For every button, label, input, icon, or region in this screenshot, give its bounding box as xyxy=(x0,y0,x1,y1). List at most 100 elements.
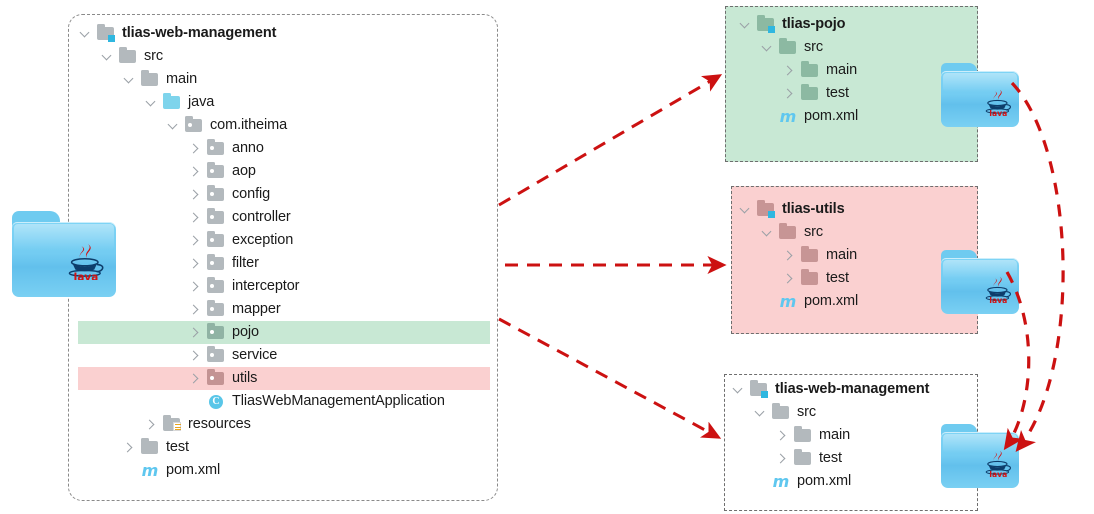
java-label: Java xyxy=(988,296,1007,303)
tree-row[interactable]: resources xyxy=(78,413,490,436)
chevron-right-icon[interactable] xyxy=(188,141,203,156)
tree-row[interactable]: utils xyxy=(78,367,490,390)
tree-row[interactable]: tlias-pojo xyxy=(738,13,968,36)
module-badge xyxy=(768,210,775,218)
chevron-down-icon[interactable] xyxy=(731,382,746,397)
tree-row[interactable]: tlias-web-management xyxy=(78,22,490,45)
source-folder-icon xyxy=(162,93,182,111)
tree-row[interactable]: main xyxy=(738,59,968,82)
chevron-down-icon[interactable] xyxy=(122,72,137,87)
java-label: Java xyxy=(73,271,99,280)
tree-row[interactable]: src xyxy=(738,36,968,59)
tree-row-label: pom.xml xyxy=(797,473,852,490)
tree-row[interactable]: main xyxy=(78,68,490,91)
chevron-down-icon[interactable] xyxy=(144,95,159,110)
package-dot xyxy=(210,284,214,288)
maven-icon: m xyxy=(779,291,797,311)
tree-row-label: pom.xml xyxy=(804,293,859,310)
tree-row[interactable]: service xyxy=(78,344,490,367)
chevron-right-icon[interactable] xyxy=(782,271,797,286)
source-java-folder-icon: Java xyxy=(12,211,116,297)
chevron-down-icon[interactable] xyxy=(100,49,115,64)
chevron-down-icon[interactable] xyxy=(78,26,93,41)
chevron-down-icon[interactable] xyxy=(760,40,775,55)
tree-row[interactable]: filter xyxy=(78,252,490,275)
tree-row[interactable]: config xyxy=(78,183,490,206)
chevron-right-icon[interactable] xyxy=(188,279,203,294)
chevron-right-icon[interactable] xyxy=(144,417,159,432)
tree-row[interactable]: test xyxy=(738,267,968,290)
tree-row[interactable]: anno xyxy=(78,137,490,160)
tree-row[interactable]: main xyxy=(731,424,971,447)
tree-row[interactable]: java xyxy=(78,91,490,114)
chevron-down-icon[interactable] xyxy=(753,405,768,420)
tree-row-label: service xyxy=(232,347,278,364)
folder-glyph xyxy=(207,231,224,247)
tree-row[interactable]: tlias-web-management xyxy=(731,378,971,401)
chevron-right-icon[interactable] xyxy=(782,248,797,263)
chevron-right-icon[interactable] xyxy=(188,164,203,179)
folder-glyph xyxy=(141,438,158,454)
tree-row[interactable]: m pom.xml xyxy=(738,290,968,313)
module-badge xyxy=(761,390,768,398)
tree-row[interactable]: tlias-utils xyxy=(738,198,968,221)
chevron-right-icon[interactable] xyxy=(775,428,790,443)
tree-row[interactable]: mapper xyxy=(78,298,490,321)
tree-row[interactable]: controller xyxy=(78,206,490,229)
tree-row[interactable]: pojo xyxy=(78,321,490,344)
chevron-right-icon[interactable] xyxy=(188,256,203,271)
tree-row[interactable]: interceptor xyxy=(78,275,490,298)
chevron-right-icon[interactable] xyxy=(782,63,797,78)
tree-row[interactable]: m pom.xml xyxy=(731,470,971,493)
package-icon xyxy=(206,231,226,249)
tree-row-label: config xyxy=(232,186,271,203)
chevron-right-icon[interactable] xyxy=(188,325,203,340)
chevron-right-icon[interactable] xyxy=(188,348,203,363)
tree-row-label: filter xyxy=(232,255,259,272)
tree-row-label: tlias-utils xyxy=(782,201,845,218)
folder-glyph xyxy=(801,269,818,285)
java-cup-icon: Java xyxy=(983,450,1015,484)
module-folder-icon xyxy=(749,380,769,398)
folder-icon xyxy=(800,246,820,264)
chevron-down-icon[interactable] xyxy=(166,118,181,133)
pojo-java-folder-icon: Java xyxy=(941,63,1019,127)
chevron-spacer xyxy=(753,474,768,489)
folder-icon xyxy=(778,38,798,56)
chevron-right-icon[interactable] xyxy=(188,187,203,202)
tree-row[interactable]: com.itheima xyxy=(78,114,490,137)
chevron-down-icon[interactable] xyxy=(760,225,775,240)
chevron-right-icon[interactable] xyxy=(188,371,203,386)
chevron-right-icon[interactable] xyxy=(782,86,797,101)
chevron-right-icon[interactable] xyxy=(188,210,203,225)
maven-icon: m xyxy=(772,471,790,491)
arrow-pojo-dependency xyxy=(1010,81,1065,452)
tree-row[interactable]: test xyxy=(731,447,971,470)
folder-glare xyxy=(943,434,1017,453)
package-icon xyxy=(206,323,226,341)
tree-row[interactable]: test xyxy=(78,436,490,459)
chevron-right-icon[interactable] xyxy=(188,233,203,248)
tree-row[interactable]: main xyxy=(738,244,968,267)
tree-row[interactable]: src xyxy=(731,401,971,424)
chevron-right-icon[interactable] xyxy=(775,451,790,466)
tree-row[interactable]: src xyxy=(78,45,490,68)
tree-row-label: src xyxy=(797,404,817,421)
chevron-right-icon[interactable] xyxy=(122,440,137,455)
tree-row[interactable]: src xyxy=(738,221,968,244)
tree-row[interactable]: exception xyxy=(78,229,490,252)
maven-icon: m xyxy=(141,460,159,480)
package-dot xyxy=(210,146,214,150)
chevron-right-icon[interactable] xyxy=(188,302,203,317)
tree-row[interactable]: aop xyxy=(78,160,490,183)
tree-row[interactable]: test xyxy=(738,82,968,105)
chevron-down-icon[interactable] xyxy=(738,202,753,217)
chevron-down-icon[interactable] xyxy=(738,17,753,32)
